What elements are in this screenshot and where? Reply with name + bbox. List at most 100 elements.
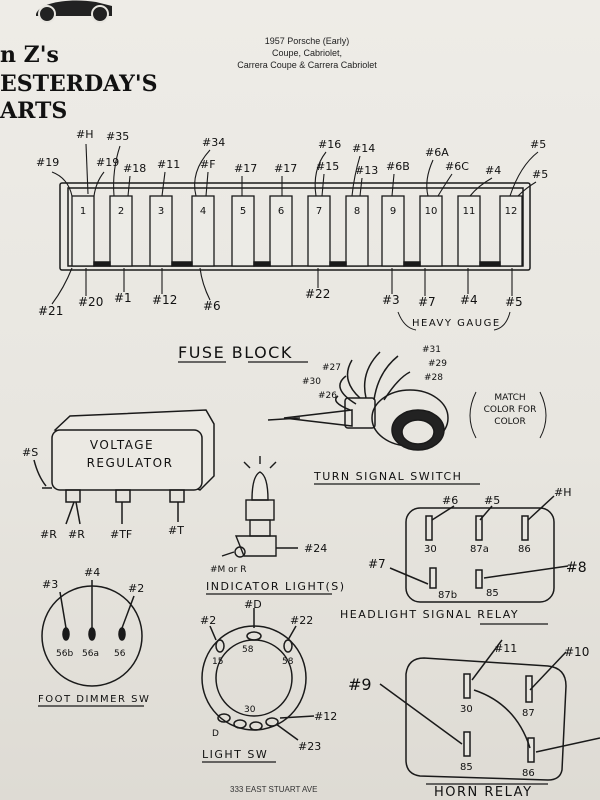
relay-terminal: 86 bbox=[518, 544, 531, 555]
fuse-top-label: #F bbox=[200, 158, 216, 171]
relay-terminal: 87b bbox=[438, 590, 457, 601]
fuse-top-label: #17 bbox=[234, 162, 257, 175]
footer-address: 333 EAST STUART AVE bbox=[230, 785, 317, 794]
fuse-top-label: #35 bbox=[106, 130, 129, 143]
regulator-label: #T bbox=[168, 524, 184, 537]
fuse-slot bbox=[269, 195, 293, 267]
dimmer-wire-label: #2 bbox=[128, 582, 144, 595]
note-paren-right bbox=[539, 391, 547, 439]
relay-terminal: 87a bbox=[470, 544, 489, 555]
fuse-bottom-label: #12 bbox=[152, 293, 177, 307]
fuse-bus-bar bbox=[171, 261, 193, 267]
turn-signal-wire-labels: #31 #29 #28 #27 #30 #26 bbox=[302, 345, 447, 401]
regulator-label: #R bbox=[68, 528, 85, 541]
indicator-label-mr: #M or R bbox=[210, 565, 247, 575]
fuse-top-label: #6B bbox=[386, 160, 410, 173]
foot-dimmer-title: FOOT DIMMER SW bbox=[38, 694, 150, 705]
horn-relay-wire-labels: #9 #11 #10 bbox=[348, 642, 589, 694]
fuse-top-label: #5 bbox=[530, 138, 546, 151]
light-switch-terminal: 15 bbox=[212, 657, 223, 667]
fuse-top-label: #34 bbox=[202, 136, 225, 149]
dimmer-terminal: 56a bbox=[82, 649, 99, 659]
fuse-slot bbox=[109, 195, 133, 267]
fuse-top-label: #4 bbox=[485, 164, 501, 177]
header-line-1: 1957 Porsche (Early) bbox=[265, 36, 350, 46]
turn-signal-wire-label: #26 bbox=[318, 391, 337, 401]
fuse-bottom-label: #20 bbox=[78, 295, 103, 309]
fuse-top-label: #15 bbox=[316, 160, 339, 173]
fuse-bottom-label: #3 bbox=[382, 293, 400, 307]
voltage-regulator-title-2: REGULATOR bbox=[87, 456, 174, 470]
horn-relay-terminal: 86 bbox=[522, 768, 535, 779]
regulator-label: #TF bbox=[110, 528, 132, 541]
fuse-slot bbox=[419, 195, 443, 267]
fuse-bottom-wires bbox=[51, 267, 513, 305]
fuse-bottom-label: #21 bbox=[38, 304, 63, 318]
header-line-2: Coupe, Cabriolet, bbox=[272, 48, 342, 58]
light-switch bbox=[201, 608, 315, 741]
match-color-note-3: COLOR bbox=[494, 417, 525, 427]
horn-relay-terminals: 30 87 85 86 bbox=[460, 704, 535, 779]
foot-dimmer-terminals: 56b 56a 56 bbox=[56, 649, 126, 659]
fuse-slot bbox=[307, 195, 331, 267]
fuse-number: 10 bbox=[425, 206, 438, 217]
light-switch-terminals: 15 58 58 30 bbox=[212, 645, 294, 715]
fuse-slot bbox=[71, 195, 95, 267]
headlight-relay-wire-labels: #6 #5 #H #7 #8 bbox=[368, 486, 587, 576]
match-color-note-1: MATCH bbox=[494, 393, 525, 403]
dimmer-wire-label: #4 bbox=[84, 566, 100, 579]
relay-terminal: 85 bbox=[486, 588, 499, 599]
fuse-number: 8 bbox=[354, 206, 360, 217]
relay-wire-label: #5 bbox=[484, 494, 500, 507]
light-switch-wire-labels: #D #2 #22 #12 #23 bbox=[200, 598, 337, 753]
light-switch-wire-label: #2 bbox=[200, 614, 216, 627]
fuse-top-label: #18 bbox=[123, 162, 146, 175]
horn-relay-terminal: 30 bbox=[460, 704, 473, 715]
heavy-gauge-bracket-right bbox=[493, 311, 511, 331]
relay-terminal: 30 bbox=[424, 544, 437, 555]
regulator-label: #R bbox=[40, 528, 57, 541]
turn-signal-wire-label: #30 bbox=[302, 377, 321, 387]
fuse-number: 5 bbox=[240, 206, 246, 217]
fuse-top-label: #19 bbox=[96, 156, 119, 169]
fuse-bottom-label: #5 bbox=[505, 295, 523, 309]
relay-wire-label: #6 bbox=[442, 494, 458, 507]
horn-relay bbox=[379, 639, 600, 781]
light-switch-lower-tag: D bbox=[212, 729, 219, 739]
headlight-relay-terminals: 30 87a 86 87b 85 bbox=[424, 544, 531, 601]
fuse-top-label: #19 bbox=[36, 156, 59, 169]
fuse-number: 3 bbox=[158, 206, 164, 217]
fuse-block bbox=[59, 182, 531, 271]
logo-line-1: n Z's bbox=[0, 42, 59, 68]
light-switch-title: LIGHT SW bbox=[202, 748, 268, 761]
fuse-number: 11 bbox=[463, 206, 476, 217]
header-line-3: Carrera Coupe & Carrera Cabriolet bbox=[237, 60, 377, 70]
fuse-top-label: #6C bbox=[445, 160, 469, 173]
car-logo-icon bbox=[36, 0, 112, 23]
horn-wire-label: #9 bbox=[348, 675, 372, 694]
regulator-label: #S bbox=[22, 446, 38, 459]
light-switch-terminal: 58 bbox=[242, 645, 254, 655]
indicator-label-24: #24 bbox=[304, 542, 327, 555]
fuse-number: 4 bbox=[200, 206, 206, 217]
fuse-bus-bar bbox=[403, 261, 421, 267]
indicator-light-title: INDICATOR LIGHT(S) bbox=[206, 580, 346, 593]
fuse-top-label: #5 bbox=[532, 168, 548, 181]
horn-relay-title: HORN RELAY bbox=[434, 785, 533, 800]
dimmer-wire-label: #3 bbox=[42, 578, 58, 591]
fuse-number: 6 bbox=[278, 206, 284, 217]
fuse-slot bbox=[499, 195, 523, 267]
indicator-light bbox=[221, 456, 298, 558]
fuse-top-label: #6A bbox=[425, 146, 449, 159]
fuse-bottom-label: #7 bbox=[418, 295, 436, 309]
fuse-bottom-label: #1 bbox=[114, 291, 132, 305]
fuse-block-title: FUSE BLOCK bbox=[178, 343, 293, 362]
foot-dimmer-switch bbox=[41, 580, 143, 687]
dimmer-terminal: 56b bbox=[56, 649, 73, 659]
headlight-signal-relay bbox=[389, 495, 569, 603]
fuse-slot bbox=[149, 195, 173, 267]
fuse-number: 1 bbox=[80, 206, 86, 217]
fuse-top-wires bbox=[51, 143, 539, 197]
